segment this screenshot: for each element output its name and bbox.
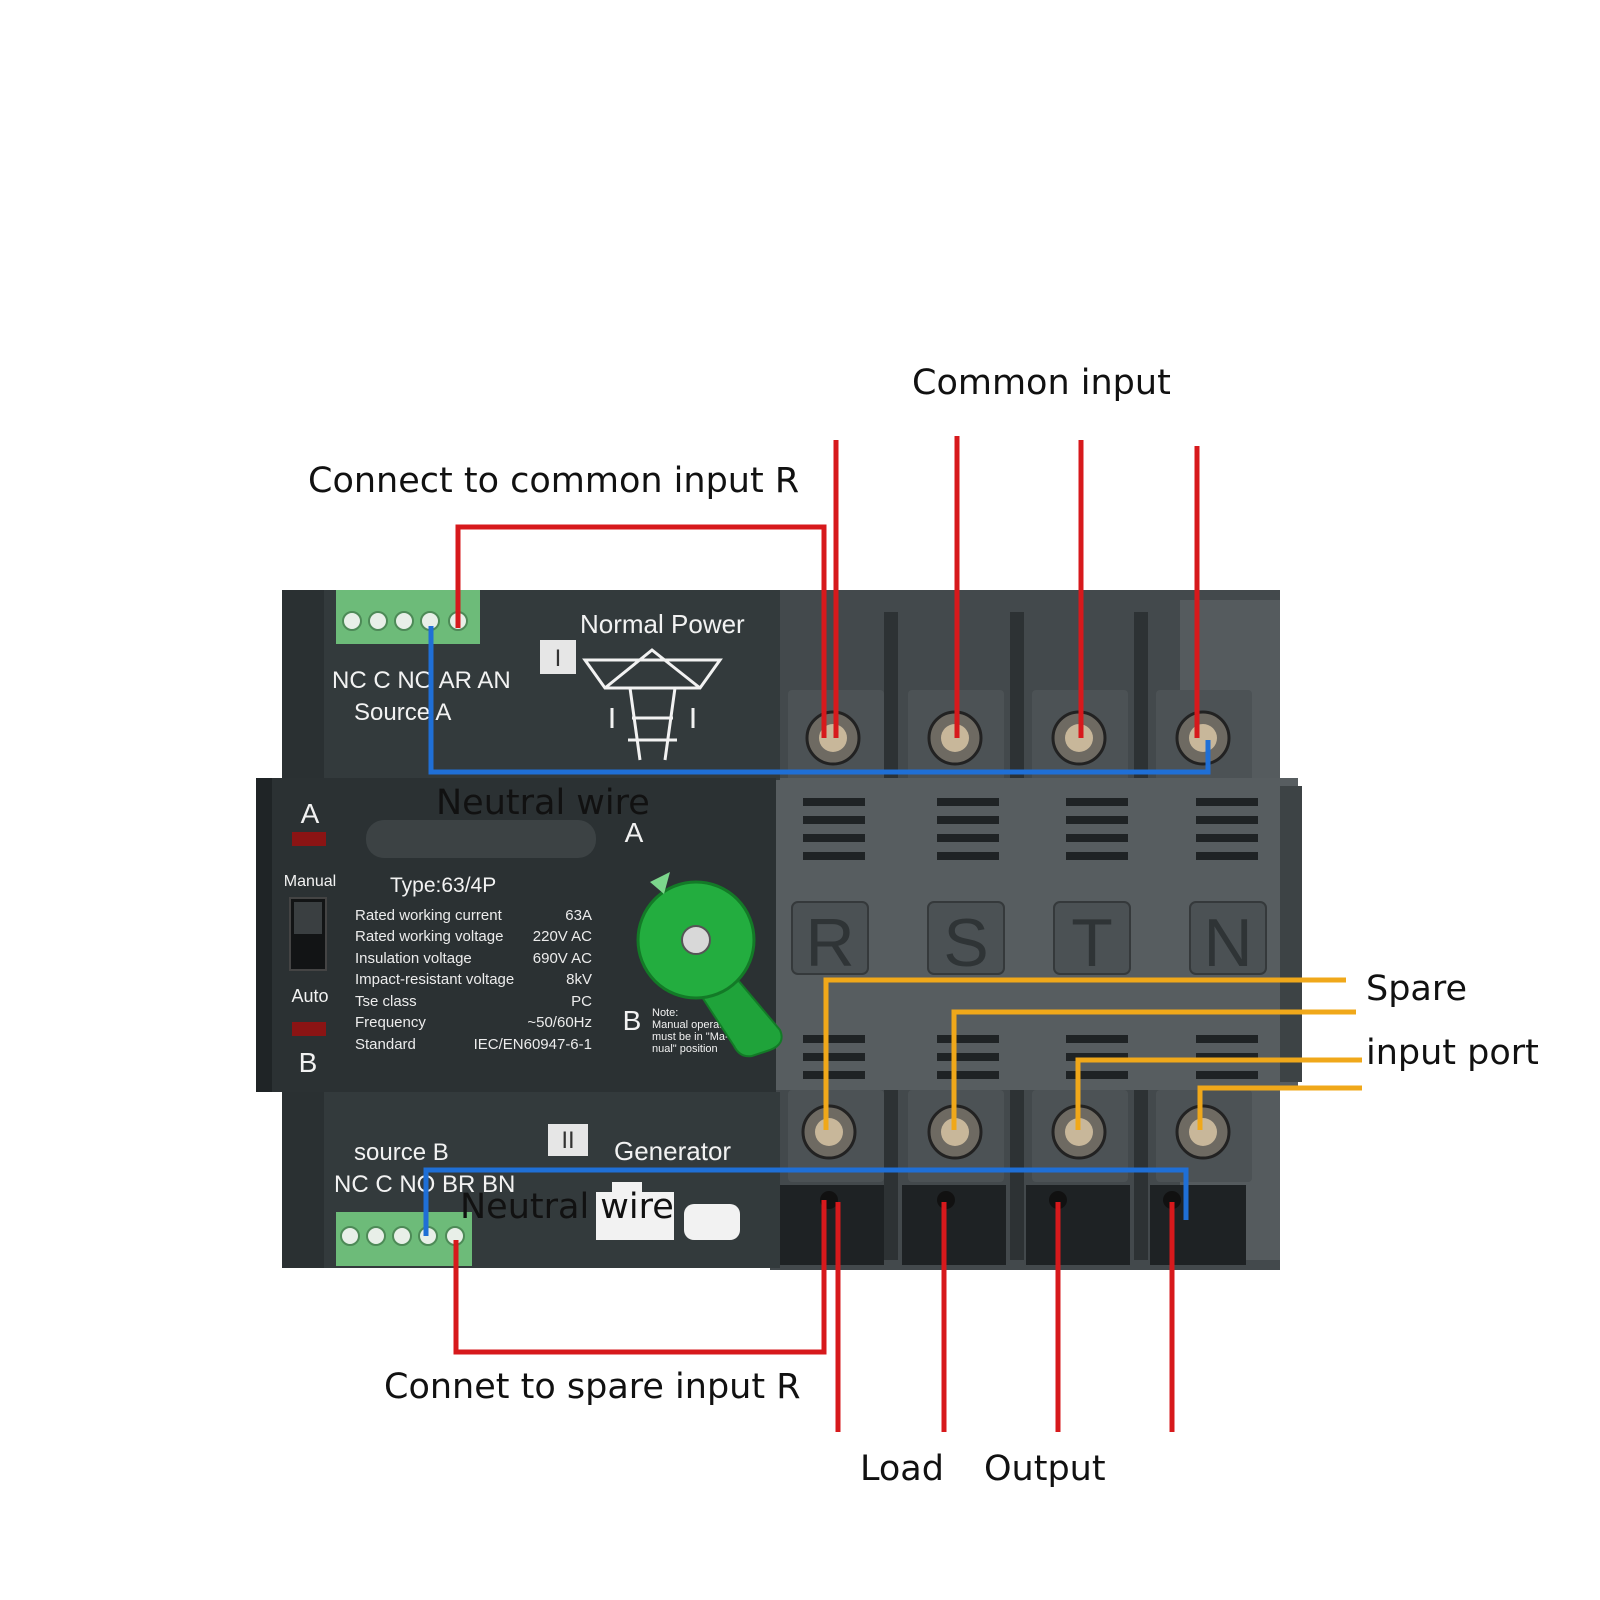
spec-table: Rated working current 63A Rated working … — [355, 907, 592, 1053]
source-b-module-edge — [282, 1092, 324, 1268]
pole-letter-plates: R S T N — [791, 901, 1267, 981]
callout-connect-spare: Connet to spare input R — [384, 1367, 801, 1407]
pole-band-edge — [1280, 786, 1302, 1082]
neutral-wire-bottom — [423, 1167, 1189, 1236]
spec-label: Standard — [355, 1036, 416, 1053]
connect-spare-wire — [453, 1200, 827, 1355]
handle-screw-icon — [681, 925, 711, 955]
handle-position-a: A — [625, 817, 644, 848]
callout-neutral-top: Neutral wire — [436, 783, 650, 823]
handle-arrow-icon — [650, 872, 670, 894]
ats-device: R S T N NC C NO AR AN Source A I Normal … — [256, 590, 1302, 1270]
control-panel-edge — [256, 778, 272, 1092]
spec-label: Rated working current — [355, 907, 503, 924]
source-a-indicator-box — [540, 640, 576, 674]
spec-label: Frequency — [355, 1014, 426, 1031]
callout-connect-common: Connect to common input R — [308, 461, 799, 501]
note-line: Note: — [652, 1007, 678, 1019]
power-pylon-icon — [582, 648, 723, 761]
spec-value: PC — [571, 993, 592, 1010]
output-sockets — [780, 1185, 1246, 1265]
led-a-label: A — [301, 798, 320, 829]
spec-label: Tse class — [355, 993, 417, 1010]
pole-label-s: S — [943, 905, 988, 981]
generator-icon — [596, 1182, 740, 1240]
note-line: must be in "Ma- — [652, 1031, 729, 1043]
vent-slots-top — [803, 798, 1258, 860]
spec-value: 8kV — [566, 971, 592, 988]
led-a-indicator — [292, 832, 326, 846]
neutral-wire-top — [428, 626, 1211, 775]
pole-label-r: R — [805, 905, 854, 981]
source-a-name: Source A — [354, 699, 451, 726]
source-a-module-edge — [282, 590, 324, 780]
brand-label-blurred — [366, 820, 596, 858]
source-b-name: source B — [354, 1139, 449, 1166]
spare-input-wires — [823, 977, 1362, 1130]
pole-label-n: N — [1203, 905, 1252, 981]
note-line: nual" position — [652, 1043, 718, 1055]
source-b-indicator-box — [548, 1124, 588, 1156]
callout-spare-1: Spare — [1366, 969, 1467, 1009]
spec-label: Rated working voltage — [355, 928, 503, 945]
source-b-indicator: II — [561, 1127, 574, 1154]
manual-auto-switch-knob — [294, 902, 322, 934]
note-line: Manual operatio — [652, 1019, 731, 1031]
spec-value: 63A — [565, 907, 592, 924]
common-input-wires — [833, 436, 1200, 738]
manual-note: Note: Manual operatio must be in "Ma- nu… — [652, 1007, 731, 1055]
mode-auto-label: Auto — [291, 986, 328, 1006]
spec-value: 220V AC — [533, 928, 592, 945]
type-label: Type:63/4P — [390, 874, 496, 897]
callout-common-input: Common input — [912, 363, 1171, 403]
vent-slots-bottom — [803, 1035, 1258, 1079]
pole-label-t: T — [1071, 905, 1113, 981]
callout-load: Load — [860, 1449, 944, 1489]
callout-spare-2: input port — [1366, 1033, 1539, 1073]
led-b-label: B — [299, 1047, 318, 1078]
spec-value: ~50/60Hz — [527, 1014, 592, 1031]
source-a-indicator: I — [555, 645, 562, 672]
callout-neutral-bottom: Neutral wire — [460, 1187, 674, 1227]
spec-value: 690V AC — [533, 950, 592, 967]
mode-manual-label: Manual — [284, 873, 336, 890]
source-a-terminal-labels: NC C NO AR AN — [332, 667, 511, 694]
load-output-wires — [835, 1202, 1175, 1432]
connect-common-wire — [455, 524, 827, 738]
spec-label: Impact-resistant voltage — [355, 971, 514, 988]
handle-position-b: B — [623, 1005, 642, 1036]
bottom-screw-terminals — [801, 1104, 1231, 1160]
spec-label: Insulation voltage — [355, 950, 472, 967]
spec-value: IEC/EN60947-6-1 — [474, 1036, 592, 1053]
source-b-label: Generator — [614, 1136, 731, 1166]
source-a-label: Normal Power — [580, 609, 745, 639]
source-a-terminal-screws — [342, 611, 468, 631]
callout-output: Output — [984, 1449, 1106, 1489]
transfer-handle[interactable] — [636, 872, 783, 1058]
top-screw-terminals — [805, 710, 1231, 766]
led-b-indicator — [292, 1022, 326, 1036]
